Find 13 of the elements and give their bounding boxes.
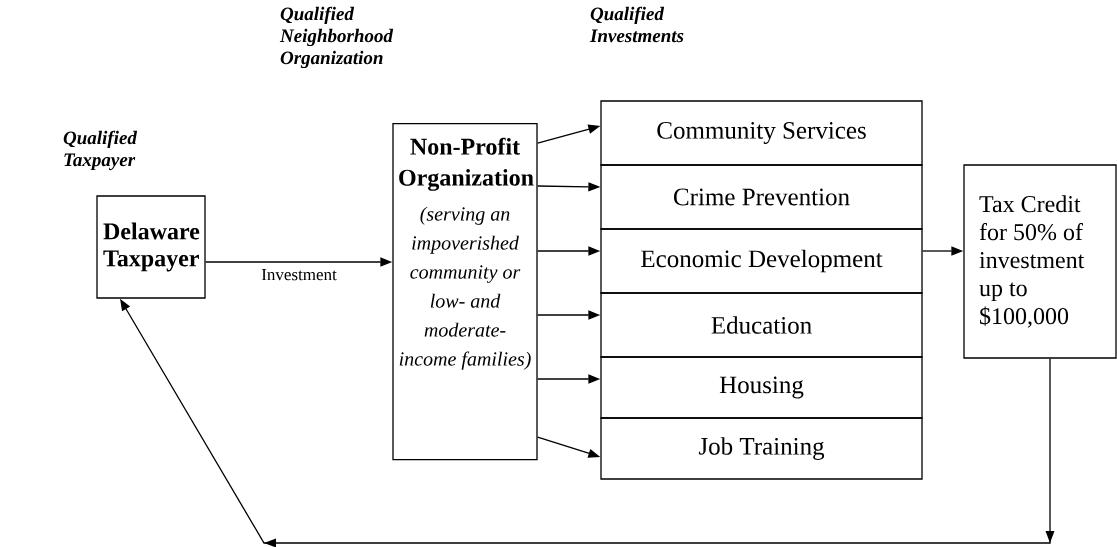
- process-box: Delaware Taxpayer: [96, 195, 206, 299]
- category-box: Economic Development: [600, 228, 923, 294]
- category-box: Housing: [600, 356, 923, 419]
- category-box: Crime Prevention: [600, 164, 923, 230]
- result-box: Tax Credit for 50% of investment up to $100,000: [963, 164, 1117, 359]
- heading: Qualified Taxpayer: [63, 130, 138, 171]
- category-box: Community Services: [600, 100, 923, 166]
- category-box: Job Training: [600, 417, 923, 480]
- edge-label: Investment: [261, 269, 337, 281]
- heading: Qualified Neighborhood Organization: [279, 6, 394, 69]
- category-box: Education: [600, 292, 923, 358]
- heading: Qualified Investments: [589, 6, 684, 43]
- process-box: Non-Profit Organization (serving an impoverished community or low- and moderate-income families): [392, 123, 538, 461]
